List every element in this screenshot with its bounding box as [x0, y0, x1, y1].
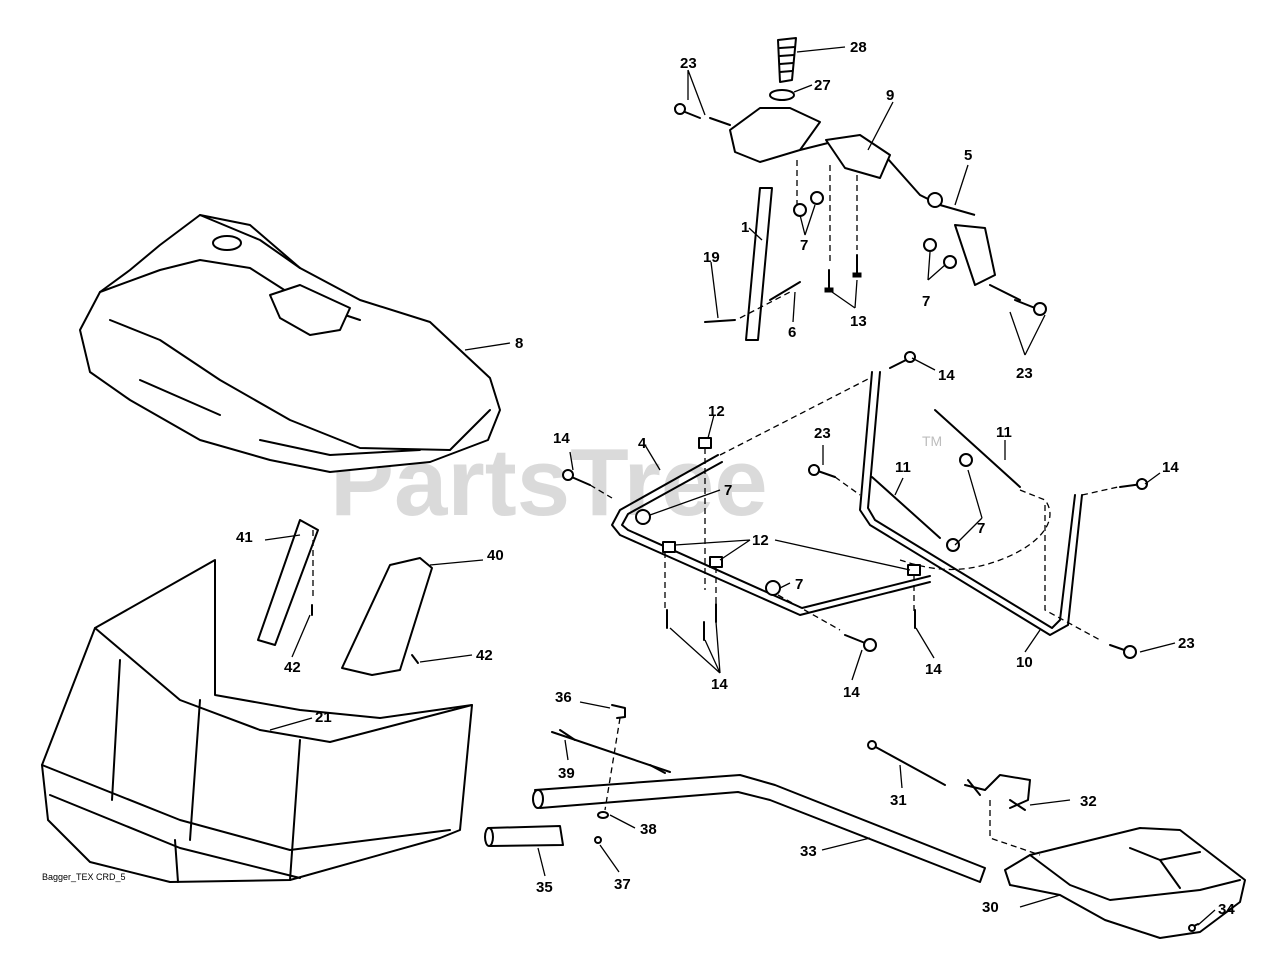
part-21-collector-bag	[41, 559, 473, 883]
callout-42-right: 42	[476, 647, 493, 664]
callout-41: 41	[236, 529, 253, 546]
callout-7-a: 7	[800, 237, 808, 254]
callout-14-bottom-mid: 14	[843, 684, 860, 701]
callout-7-c: 7	[977, 520, 985, 537]
callout-39: 39	[558, 765, 575, 782]
callout-11-a: 11	[996, 424, 1012, 441]
callout-9: 9	[886, 87, 894, 104]
part-36-pin	[604, 704, 626, 811]
part-14-bolts	[562, 351, 1148, 652]
callout-13: 13	[850, 313, 867, 330]
part-27-washer	[769, 89, 795, 101]
callout-23-right: 23	[1016, 365, 1033, 382]
part-7-nuts-lower	[635, 453, 973, 596]
callout-14-right: 14	[1162, 459, 1179, 476]
watermark-trademark: TM	[922, 433, 942, 449]
part-10-frame-rod	[859, 371, 1083, 636]
callout-34: 34	[1218, 901, 1235, 918]
part-7-nuts-upper	[793, 191, 957, 269]
callout-12-mid: 12	[752, 532, 769, 549]
part-1-rod	[745, 187, 773, 341]
callout-23-top: 23	[680, 55, 697, 72]
callout-42-left: 42	[284, 659, 301, 676]
callout-36: 36	[555, 689, 572, 706]
callout-28: 28	[850, 39, 867, 56]
part-23-bolts-upper	[674, 103, 1047, 316]
callout-31: 31	[890, 792, 907, 809]
callout-32: 32	[1080, 793, 1097, 810]
part-28-grip	[777, 37, 797, 83]
part-19-clip	[704, 319, 736, 323]
callout-11-b: 11	[895, 459, 911, 476]
callout-19: 19	[703, 249, 720, 266]
part-6-pin	[769, 281, 801, 301]
callout-10: 10	[1016, 654, 1033, 671]
part-35-sleeve	[484, 825, 564, 847]
frame-dashed-guides	[589, 377, 1119, 641]
part-11-links	[871, 409, 1021, 539]
part-23-bolts-lower	[808, 464, 1137, 659]
part-5-pivot-plate	[954, 224, 996, 286]
part-13-bolts	[824, 254, 862, 293]
callout-23-mid: 23	[814, 425, 831, 442]
callout-27: 27	[814, 77, 831, 94]
part-38-washer	[597, 811, 609, 819]
handle-dashed-guides	[739, 160, 858, 319]
callout-6: 6	[788, 324, 796, 341]
callout-30: 30	[982, 899, 999, 916]
callout-14-bottom-left: 14	[711, 676, 728, 693]
callout-5: 5	[964, 147, 972, 164]
part-37-clip	[594, 836, 602, 844]
part-4-frame-rod	[611, 454, 931, 616]
part-33-handle-tube	[532, 774, 986, 883]
callout-12-top: 12	[708, 403, 725, 420]
callout-8: 8	[515, 335, 523, 352]
part-34-screw	[1188, 923, 1199, 932]
callout-7-e: 7	[795, 576, 803, 593]
part-41-side-strip	[257, 519, 319, 646]
callout-35: 35	[536, 879, 553, 896]
part-9-bracket-upper	[729, 107, 976, 216]
callout-23-bottom: 23	[1178, 635, 1195, 652]
callout-7-b: 7	[922, 293, 930, 310]
callout-14-bottom-right: 14	[925, 661, 942, 678]
part-32-spring	[964, 774, 1031, 811]
part-39-spring-rod	[551, 729, 671, 774]
callout-4: 4	[638, 435, 647, 452]
callouts: 28 27 23 9 5 1 19 6 7 13 7 23 8 14 14 11…	[236, 39, 1235, 918]
part-31-rod	[867, 740, 946, 786]
callout-1: 1	[741, 219, 749, 236]
callout-33: 33	[800, 843, 817, 860]
callout-21: 21	[315, 709, 332, 726]
leader-lines	[264, 46, 1216, 926]
callout-40: 40	[487, 547, 504, 564]
callout-38: 38	[640, 821, 657, 838]
part-40-side-panel	[341, 557, 433, 676]
callout-14-left: 14	[553, 430, 570, 447]
callout-14-top: 14	[938, 367, 955, 384]
callout-7-d: 7	[724, 482, 732, 499]
part-30-deflector-bracket	[989, 800, 1246, 939]
part-8-cover-lid	[79, 214, 501, 473]
callout-37: 37	[614, 876, 631, 893]
diagram-caption: Bagger_TEX CRD_5	[42, 872, 126, 882]
